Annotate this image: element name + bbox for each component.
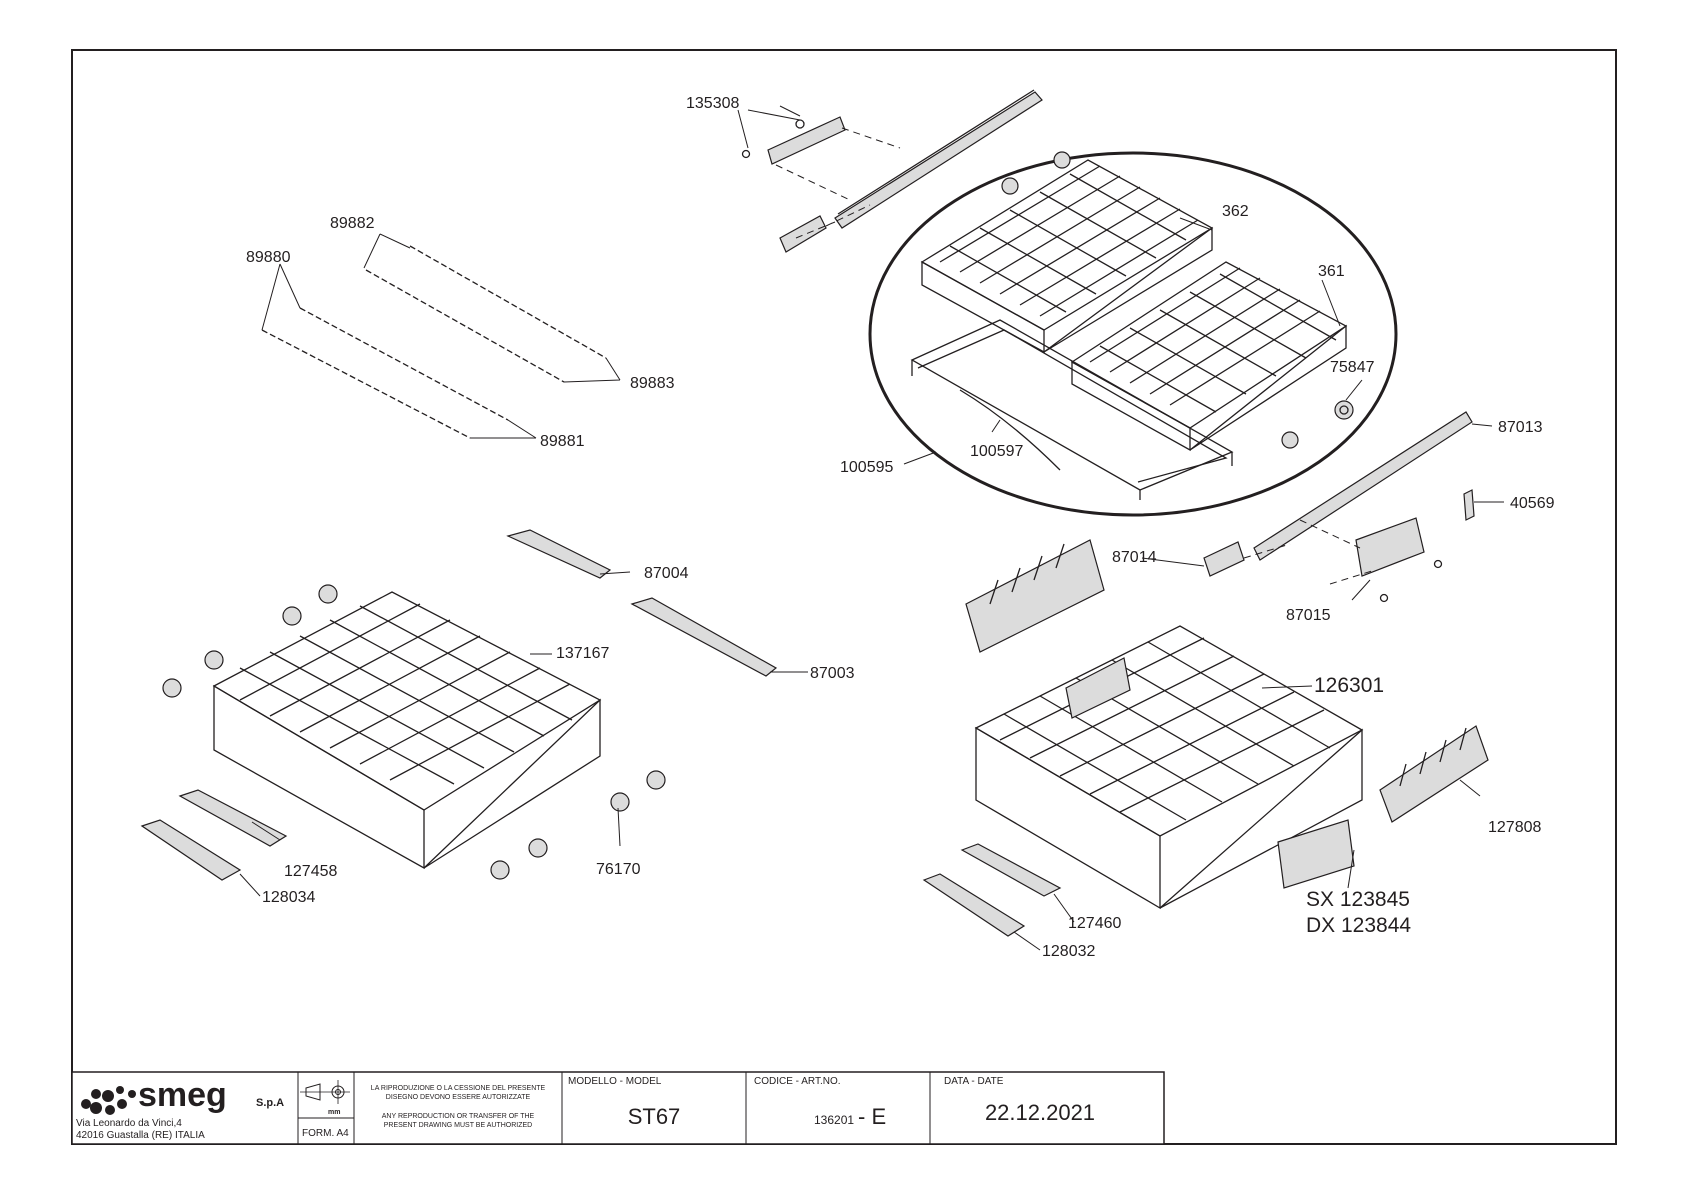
unit-mm: mm xyxy=(328,1109,340,1116)
callout-137167: 137167 xyxy=(556,645,609,662)
wire-strips xyxy=(261,245,607,439)
callout-76170: 76170 xyxy=(596,861,641,878)
date-header: DATA - DATE xyxy=(944,1076,1004,1087)
tray-assembly-ellipse xyxy=(868,151,1398,517)
callout-135308: 135308 xyxy=(686,95,739,112)
handle-cover-128034 xyxy=(140,819,242,881)
callout-40569: 40569 xyxy=(1510,495,1555,512)
lower-basket-137167 xyxy=(162,584,666,880)
callout-87003: 87003 xyxy=(810,665,855,682)
code-revision: - E xyxy=(858,1104,886,1129)
callout-127460: 127460 xyxy=(1068,915,1121,932)
callout-89882: 89882 xyxy=(330,215,375,232)
callout-87004: 87004 xyxy=(644,565,689,582)
address-line-1: Via Leonardo da Vinci,4 xyxy=(76,1118,182,1129)
model-header: MODELLO - MODEL xyxy=(568,1076,662,1087)
format-label: FORM. A4 xyxy=(302,1128,349,1139)
brand-suffix: S.p.A xyxy=(256,1097,284,1109)
callout-100595: 100595 xyxy=(840,459,893,476)
callout-362: 362 xyxy=(1222,203,1249,220)
callout-89880: 89880 xyxy=(246,249,291,266)
callout-126301: 126301 xyxy=(1314,674,1384,697)
callout-127458: 127458 xyxy=(284,863,337,880)
upper-slide-rail-right xyxy=(1203,411,1475,603)
callout-87013: 87013 xyxy=(1498,419,1543,436)
callout-89883: 89883 xyxy=(630,375,675,392)
handle-127460 xyxy=(960,843,1062,897)
smeg-logo-mark xyxy=(81,1086,136,1115)
address-line-2: 42016 Guastalla (RE) ITALIA xyxy=(76,1130,205,1141)
brand-name: smeg xyxy=(138,1076,227,1114)
callout-89881: 89881 xyxy=(540,433,585,450)
tine-rack-87014 xyxy=(965,539,1105,653)
callout-128032: 128032 xyxy=(1042,943,1095,960)
cutlery-tray-362 xyxy=(920,159,1214,354)
callout-127808: 127808 xyxy=(1488,819,1541,836)
callout-87014: 87014 xyxy=(1112,549,1157,566)
upper-slide-rail-left xyxy=(741,89,1043,253)
tray-frame-100597 xyxy=(910,319,1234,500)
callout-dx-123844: DX 123844 xyxy=(1306,914,1411,937)
callout-361: 361 xyxy=(1318,263,1345,280)
cutlery-tray-361 xyxy=(1070,261,1348,452)
handle-cover-128032 xyxy=(922,873,1026,937)
folding-tines xyxy=(506,529,778,677)
tine-rack-127808 xyxy=(1379,725,1489,823)
callout-75847: 75847 xyxy=(1330,359,1375,376)
tray-wheels-75847 xyxy=(1001,151,1354,449)
projection-symbol-icon xyxy=(300,1080,350,1104)
notice-it-line-2: DISEGNO DEVONO ESSERE AUTORIZZATE xyxy=(386,1094,531,1101)
code-number: 136201 xyxy=(814,1113,854,1127)
side-clip-sx-dx xyxy=(1277,819,1355,889)
date-value: 22.12.2021 xyxy=(985,1100,1095,1125)
notice-en-line-2: PRESENT DRAWING MUST BE AUTHORIZED xyxy=(384,1122,532,1129)
callout-128034: 128034 xyxy=(262,889,315,906)
upper-basket-126301 xyxy=(974,625,1364,910)
callout-87015: 87015 xyxy=(1286,607,1331,624)
callout-100597: 100597 xyxy=(970,443,1023,460)
model-value: ST67 xyxy=(628,1104,681,1129)
notice-it-line-1: LA RIPRODUZIONE O LA CESSIONE DEL PRESEN… xyxy=(371,1085,546,1092)
handle-127458 xyxy=(178,789,288,847)
leader-lines xyxy=(239,105,1504,951)
title-block: smeg S.p.A Via Leonardo da Vinci,4 42016… xyxy=(71,1071,1165,1145)
notice-en-line-1: ANY REPRODUCTION OR TRANSFER OF THE xyxy=(382,1113,535,1120)
code-header: CODICE - ART.NO. xyxy=(754,1076,841,1087)
callout-sx-123845: SX 123845 xyxy=(1306,888,1410,911)
